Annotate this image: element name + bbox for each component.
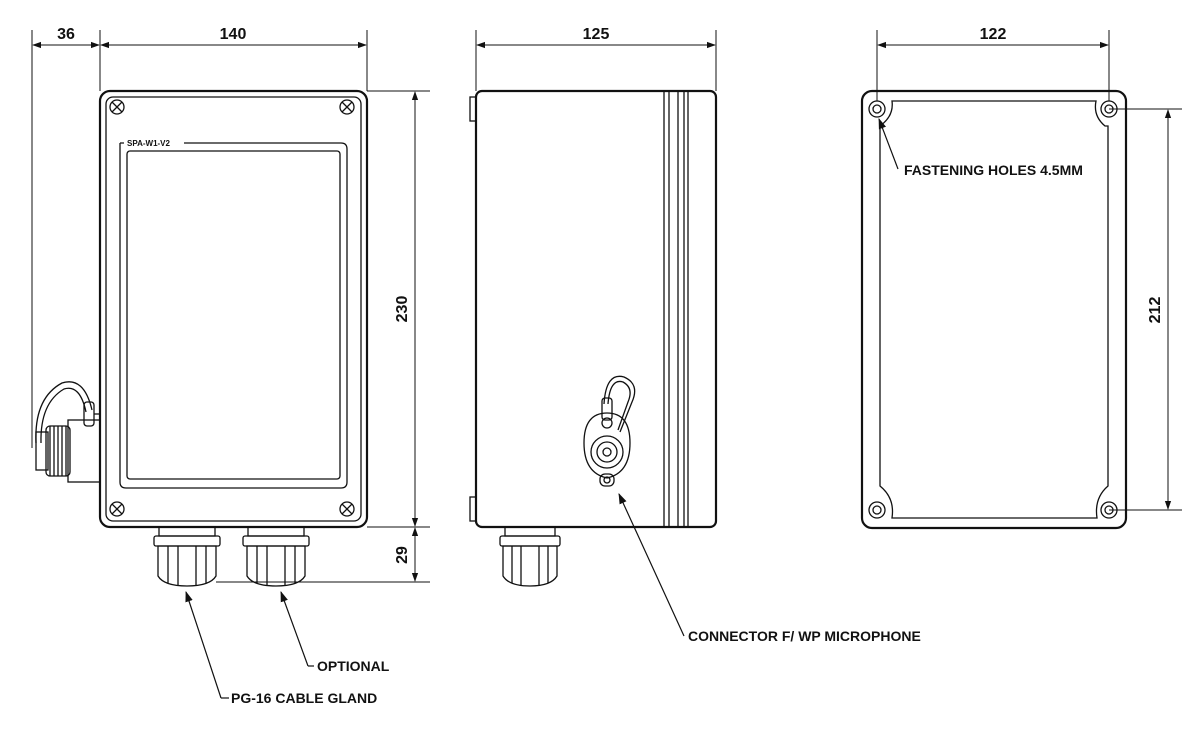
dimension-back-height: 212 (1147, 297, 1164, 324)
leader-fastening-holes (878, 117, 899, 170)
front-window (126, 150, 341, 480)
dimension-front-gland: 29 (394, 546, 411, 564)
leader-connector (618, 493, 685, 637)
side-enclosure-outline (474, 89, 718, 529)
label-connector: CONNECTOR F/ WP MICROPHONE (688, 628, 921, 644)
label-optional: OPTIONAL (317, 658, 390, 674)
front-enclosure-inner-edge (105, 96, 362, 522)
leader-cable-gland (185, 590, 222, 699)
back-enclosure-outline (860, 89, 1128, 530)
side-dimension-lines (475, 30, 717, 91)
front-view (35, 89, 369, 587)
front-dimension-lines (31, 30, 430, 583)
front-screw-bottom-right (339, 501, 355, 517)
side-lid-seal (663, 91, 689, 527)
front-screw-top-left (109, 99, 125, 115)
dimension-front-offset: 36 (57, 26, 75, 43)
side-microphone-connector (583, 375, 636, 487)
front-enclosure-outline (98, 89, 369, 529)
side-hinge-stub-bottom (469, 496, 477, 522)
back-view (860, 89, 1128, 530)
front-screw-top-right (339, 99, 355, 115)
front-side-connector (35, 381, 101, 483)
label-fastening-holes: FASTENING HOLES 4.5MM (904, 162, 1083, 178)
front-cable-gland-left (153, 526, 221, 587)
label-cable-gland: PG-16 CABLE GLAND (231, 690, 377, 706)
dimension-front-height: 230 (394, 296, 411, 323)
dimension-side-depth: 125 (583, 26, 610, 43)
side-view (469, 89, 718, 587)
model-label: SPA-W1-V2 (127, 139, 171, 148)
back-hole-top-left (868, 100, 886, 118)
side-hinge-stub-top (469, 96, 477, 122)
front-screw-bottom-left (109, 501, 125, 517)
front-cable-gland-right (242, 526, 310, 587)
back-dimension-lines (876, 30, 1182, 511)
side-cable-gland (499, 526, 561, 587)
leader-optional (280, 590, 309, 667)
dimension-front-width: 140 (220, 26, 247, 43)
front-window-frame (119, 142, 348, 489)
back-hole-bottom-left (868, 501, 886, 519)
dimension-back-width: 122 (980, 26, 1007, 43)
leader-lines (185, 117, 899, 699)
